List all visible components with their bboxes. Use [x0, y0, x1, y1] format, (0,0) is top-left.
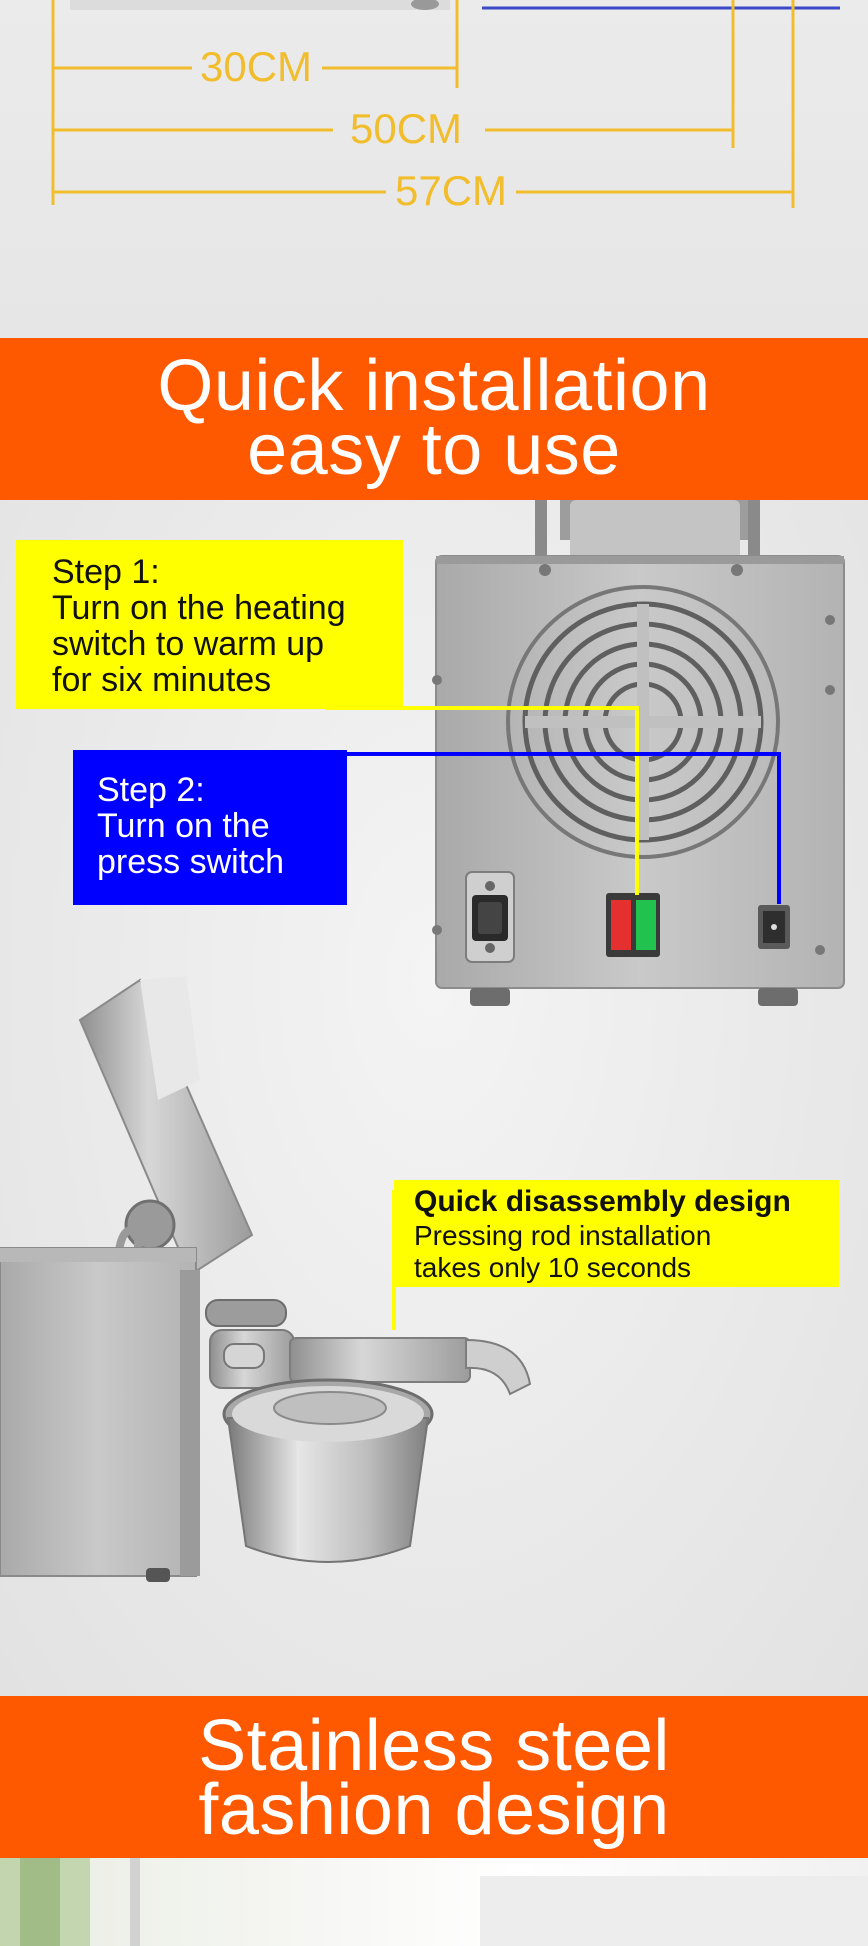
disassembly-title: Quick disassembly design [414, 1185, 791, 1218]
dim-label-30cm: 30CM [200, 43, 313, 90]
step1-line3: for six minutes [52, 661, 272, 699]
green-rocker-switch-icon [636, 900, 656, 950]
machine-foot [411, 0, 439, 10]
step2-callout: Step 2: Turn on the press switch [73, 750, 347, 905]
dimension-lines [51, 0, 840, 208]
dim-label-57cm: 57CM [395, 167, 508, 214]
machine-base-top [70, 0, 450, 10]
dim-57cm-lines [53, 0, 795, 208]
disassembly-line2: takes only 10 seconds [414, 1252, 692, 1283]
machine-side-view [0, 976, 532, 1582]
material-banner-title: Stainless steel fashion design [0, 1706, 868, 1850]
disassembly-callout: Quick disassembly design Pressing rod in… [394, 1180, 839, 1287]
press-switch-icon [758, 905, 790, 949]
material-banner-line2: fashion design [198, 1770, 670, 1850]
dimension-section: 30CM 50CM 57CM [0, 0, 868, 338]
step2-title: Step 2: [97, 771, 205, 809]
dim-50cm-lines [53, 0, 735, 148]
fan-grille-icon [506, 585, 780, 859]
step1-line1: Turn on the heating [52, 589, 346, 627]
step1-text: Step 1: Turn on the heating switch to wa… [52, 554, 346, 698]
dim-30cm-lines [51, 0, 459, 205]
installation-banner-title: Quick installation easy to use [0, 346, 868, 490]
material-banner: Stainless steel fashion design [0, 1696, 868, 1858]
step2-line2: press switch [97, 843, 285, 881]
step1-title: Step 1: [52, 553, 160, 591]
step2-line1: Turn on the [97, 807, 270, 845]
material-banner-line1: Stainless steel [198, 1706, 670, 1786]
step2-callout-line [344, 752, 781, 904]
step1-callout-line [325, 706, 639, 895]
step2-text: Step 2: Turn on the press switch [97, 772, 284, 880]
room-photo [0, 1858, 868, 1946]
installation-banner-line2: easy to use [247, 410, 621, 490]
installation-banner-line1: Quick installation [157, 346, 711, 426]
steps-section: Step 1: Turn on the heating switch to wa… [0, 500, 868, 1696]
installation-banner: Quick installation easy to use [0, 338, 868, 500]
step1-line2: switch to warm up [52, 625, 325, 663]
product-photo-strip [0, 1858, 868, 1946]
step1-callout: Step 1: Turn on the heating switch to wa… [16, 540, 403, 709]
disassembly-line1: Pressing rod installation [414, 1220, 712, 1251]
power-socket-icon [465, 871, 515, 963]
machine-illustration [0, 500, 845, 1582]
dim-label-50cm: 50CM [350, 105, 463, 152]
disassembly-text: Quick disassembly design Pressing rod in… [414, 1184, 854, 1284]
